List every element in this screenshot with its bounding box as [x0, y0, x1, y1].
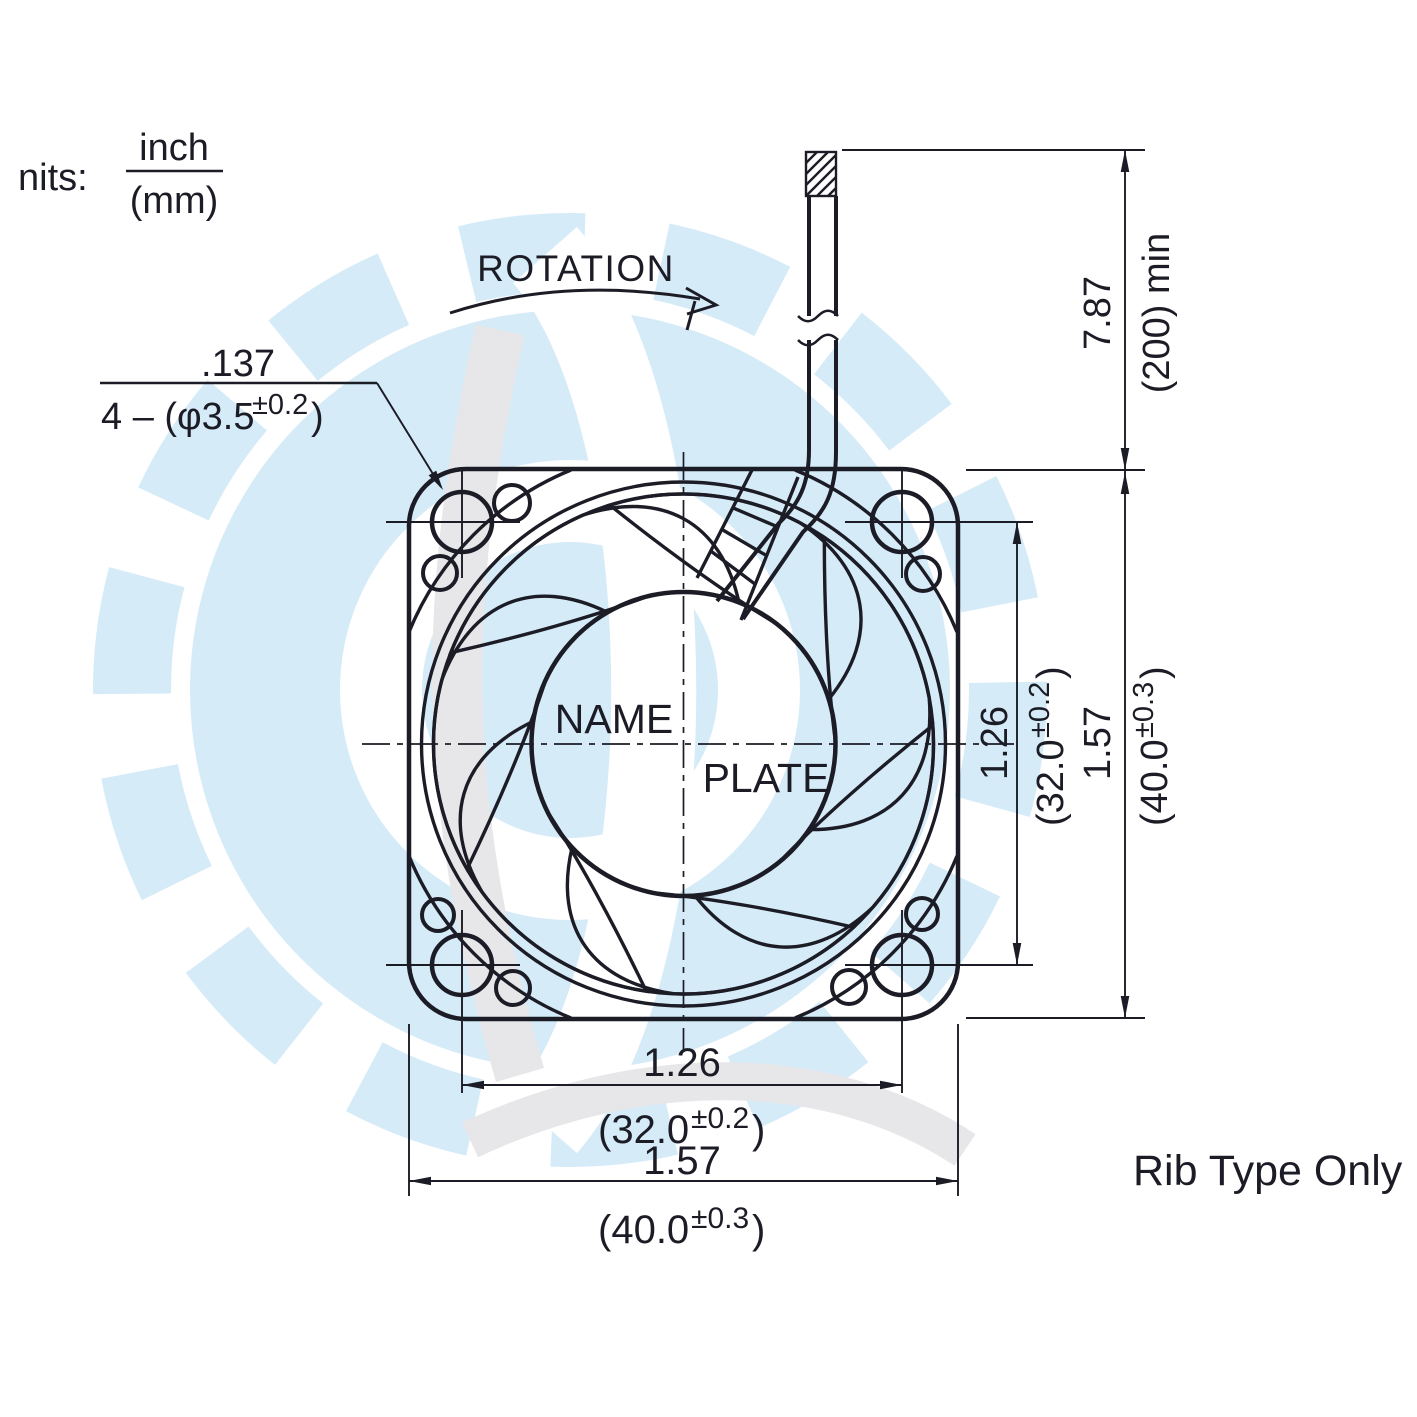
- dim-frame-close-bottom: ): [752, 1208, 765, 1252]
- arrowhead: [1012, 943, 1022, 965]
- rib-hole: [830, 968, 868, 1006]
- watermark-logo: [93, 213, 1047, 1167]
- callout-mm-tol: ±0.2: [252, 389, 308, 421]
- callout-mm-suffix: ): [311, 396, 324, 438]
- dim-frame-mm-open-bottom: (40.0: [598, 1208, 689, 1252]
- dim-wire-inch: 7.87: [1077, 276, 1119, 350]
- hole-center-marks: [386, 468, 1033, 1093]
- rib-hole: [421, 554, 459, 592]
- dim-wire-mm: (200) min: [1136, 233, 1178, 394]
- wire-channel: [695, 469, 800, 621]
- arrowhead: [1120, 472, 1130, 494]
- dim-pitch-tol-right: ±0.2: [1024, 682, 1056, 738]
- watermark-gray-swoosh-bottom: [461, 1062, 976, 1166]
- rotation-label: ROTATION: [477, 248, 675, 289]
- units-numerator: inch: [139, 127, 209, 169]
- dim-frame-tol-bottom: ±0.3: [691, 1202, 749, 1235]
- rib-hole: [420, 897, 456, 933]
- units-label: nits:: [18, 157, 88, 199]
- arrowhead: [1012, 522, 1022, 544]
- arrowhead: [1120, 996, 1130, 1018]
- rib-hole: [904, 896, 940, 932]
- dim-pitch-close-right: ): [1030, 666, 1072, 679]
- channel-rung: [720, 527, 768, 558]
- corner-arc-bottom-right: [794, 855, 959, 1020]
- arrowhead: [462, 1080, 484, 1090]
- wire-break-symbol: [797, 309, 839, 347]
- callout-leader: [376, 382, 442, 488]
- labels: nits: inch (mm) ROTATION .137 4 – (φ3.5 …: [18, 127, 1403, 1252]
- dim-pitch-inch-bottom: 1.26: [643, 1041, 721, 1085]
- dimension-arrows: [409, 150, 1130, 1186]
- nameplate-line1: NAME: [555, 696, 673, 742]
- watermark-white-swoosh: [512, 226, 697, 1154]
- rib-hole: [492, 483, 532, 523]
- arrowhead: [1120, 150, 1130, 172]
- lead-wire: [715, 150, 839, 621]
- dim-frame-close-right: ): [1134, 666, 1176, 679]
- wire-outline-left-lower: [715, 340, 811, 603]
- dim-frame-tol-right: ±0.3: [1128, 682, 1160, 738]
- hub-circle: [529, 589, 838, 899]
- arrowhead: [936, 1176, 958, 1186]
- callout-arrowhead: [428, 470, 443, 490]
- venturi-circle-outer: [419, 480, 948, 1008]
- corner-arc-bottom-left: [407, 855, 572, 1020]
- fan-frame: [406, 466, 961, 1022]
- callout-inch: .137: [201, 343, 275, 385]
- corner-arc-top-right: [794, 468, 959, 633]
- stripped-end-hatch: [805, 151, 837, 197]
- callout-mm-prefix: 4 – (φ3.5: [101, 396, 255, 438]
- dim-pitch-close-bottom: ): [752, 1108, 765, 1152]
- rib-hole: [904, 555, 942, 593]
- rotation-arc: [449, 288, 701, 315]
- rotation-arrowhead: [685, 286, 720, 316]
- fan-front-view: NAME PLATE: [362, 452, 1033, 1093]
- dim-frame-inch-right: 1.57: [1077, 706, 1119, 780]
- dim-pitch-mm-open-bottom: (32.0: [598, 1108, 689, 1152]
- rotation-arrow: [449, 286, 720, 331]
- channel-line: [739, 476, 800, 621]
- dimension-lines: [100, 149, 1145, 1196]
- break-wave: [797, 309, 839, 323]
- corner-arc-top-left: [407, 468, 572, 633]
- channel-line: [695, 469, 754, 579]
- arrowhead: [409, 1176, 431, 1186]
- dim-pitch-inch-right: 1.26: [974, 706, 1016, 780]
- rotation-arrow-tail: [685, 300, 697, 331]
- channel-rung: [709, 549, 757, 586]
- arrowhead: [1120, 448, 1130, 470]
- units-denominator: (mm): [130, 180, 219, 222]
- rib-hole: [494, 969, 532, 1007]
- dim-pitch-tol-bottom: ±0.2: [691, 1102, 749, 1135]
- dim-pitch-mm-open-right: (32.0: [1030, 739, 1072, 826]
- dim-frame-mm-open-right: (40.0: [1134, 739, 1176, 826]
- wire-outline-right-lower: [741, 340, 838, 621]
- break-wave: [797, 333, 839, 347]
- corner-web-arcs: [407, 468, 959, 1020]
- nameplate-line2: PLATE: [703, 755, 830, 801]
- wire-stripped-end: [804, 150, 838, 198]
- note-rib-type: Rib Type Only: [1133, 1147, 1403, 1195]
- rib-holes: [420, 483, 942, 1007]
- dim-frame-inch-bottom: 1.57: [643, 1139, 721, 1183]
- channel-rung: [732, 506, 779, 529]
- arrowhead: [880, 1080, 902, 1090]
